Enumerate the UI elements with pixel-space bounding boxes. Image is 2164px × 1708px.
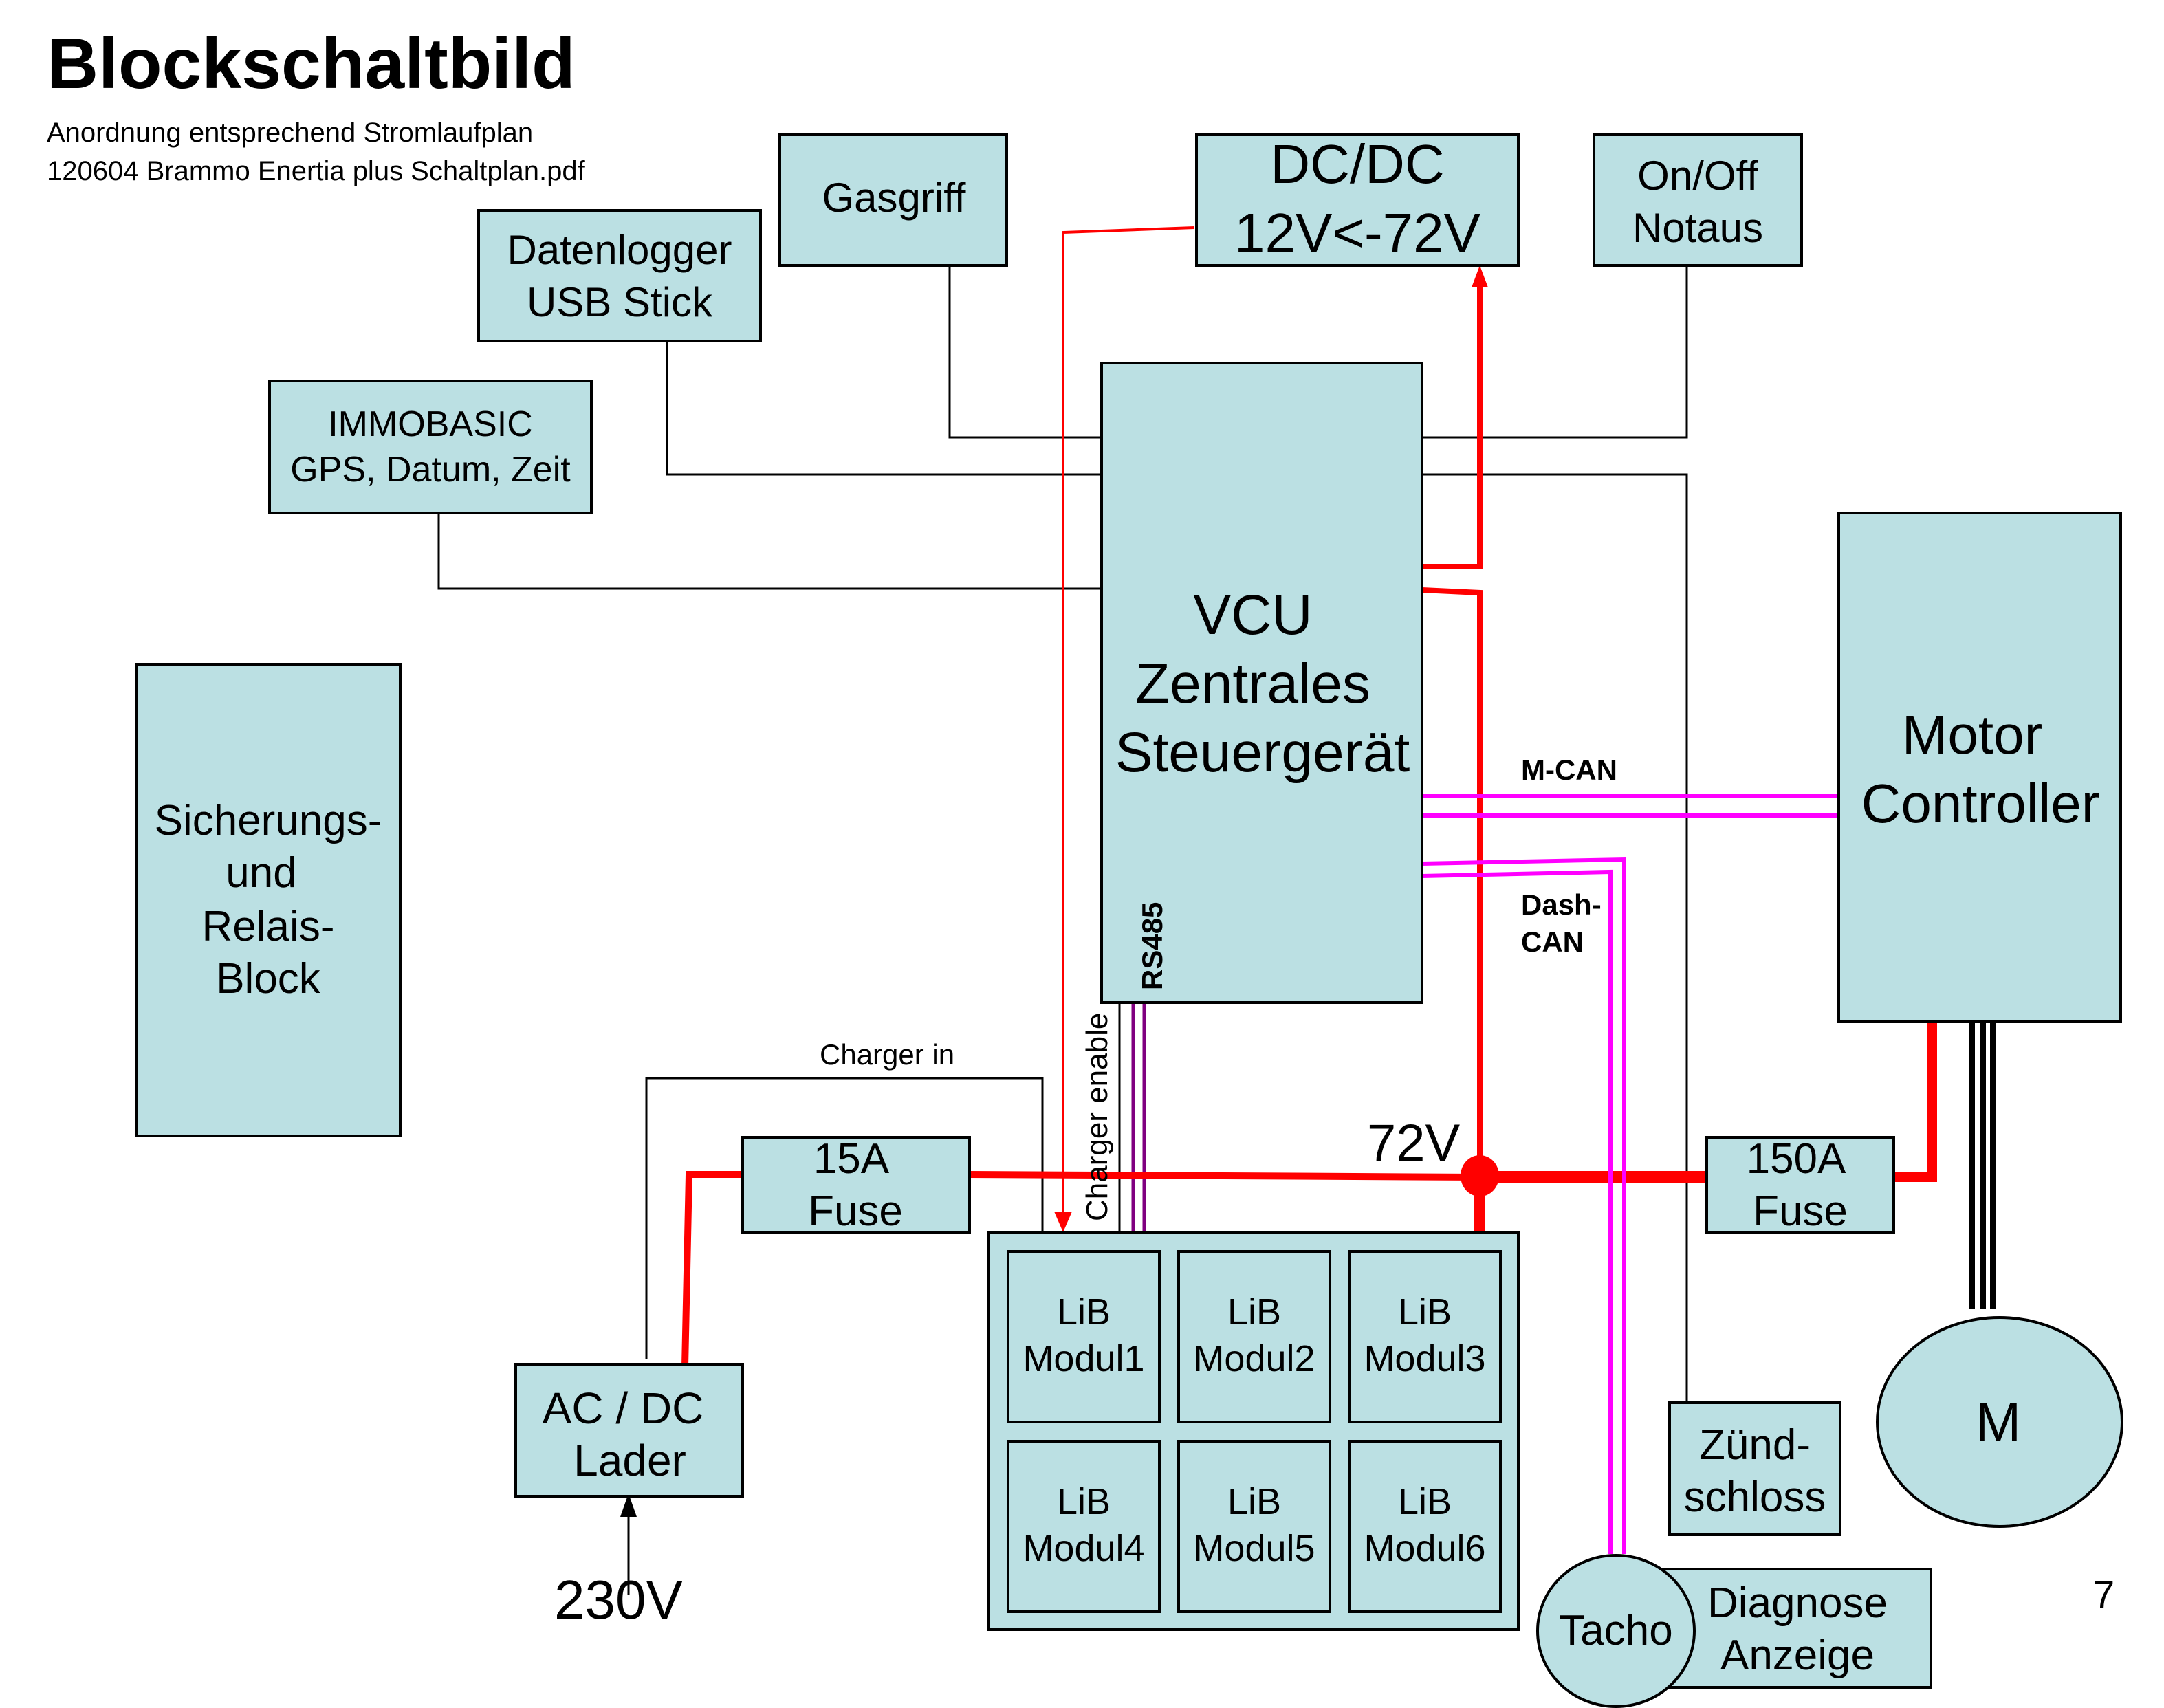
block-sicherung-relais: Sicherungs- und Relais- Block	[135, 663, 402, 1137]
battery-module-6: LiB Modul6	[1348, 1440, 1502, 1613]
battery-module-2: LiB Modul2	[1177, 1250, 1331, 1423]
wire-vcu-72v	[1421, 587, 1483, 1176]
fuse15-label-2: Fuse	[808, 1187, 903, 1235]
battery-pack: LiB Modul1 LiB Modul2 LiB Modul3 LiB Mod…	[987, 1231, 1520, 1631]
charger-enable-label: Charger enable	[1080, 1013, 1114, 1221]
motor-phase-wires	[1969, 1022, 1996, 1309]
arrow-charger-enable-icon	[1054, 1212, 1072, 1232]
wire-gasgriff-vcu	[948, 265, 1100, 439]
module-2-label-2: Modul2	[1193, 1338, 1315, 1379]
subtitle-line-1: Anordnung entsprechend Stromlaufplan	[47, 118, 533, 148]
module-6-label-2: Modul6	[1364, 1528, 1485, 1569]
mcan-label: M-CAN	[1521, 754, 1617, 786]
fuse15-label-1: 15A	[813, 1135, 890, 1183]
module-1-label-2: Modul1	[1023, 1338, 1144, 1379]
wire-zuendschloss-vcu	[1422, 473, 1688, 1403]
wire-charger-enable	[1062, 226, 1195, 1214]
module-6-label-1: LiB	[1398, 1481, 1452, 1522]
rs485-label: RS485	[1136, 902, 1168, 990]
block-tacho: Tacho	[1536, 1554, 1696, 1708]
zuendschloss-label-2: schloss	[1684, 1474, 1826, 1521]
charger-label-1: AC / DC	[543, 1383, 704, 1433]
block-fuse-150a: 150A Fuse	[1705, 1135, 1895, 1235]
voltage-230v-label: 230V	[554, 1569, 683, 1630]
signal-wires	[437, 265, 1688, 1595]
onoff-label-2: Notaus	[1632, 205, 1763, 251]
rs485-bus	[1131, 1003, 1146, 1232]
module-4-label-1: LiB	[1057, 1481, 1111, 1522]
sicherung-label-3: Relais-	[202, 903, 335, 950]
wire-charger-fuse15	[681, 1171, 743, 1368]
block-charger: AC / DC Lader	[514, 1363, 744, 1498]
module-3-label-1: LiB	[1398, 1291, 1452, 1333]
module-5-label-2: Modul5	[1193, 1528, 1315, 1569]
dcdc-label-2: 12V<-72V	[1234, 202, 1481, 263]
datenlogger-label-2: USB Stick	[527, 279, 713, 325]
block-zuendschloss: Zünd- schloss	[1668, 1401, 1841, 1536]
page-number: 7	[2093, 1573, 2114, 1616]
wire-onoff-vcu	[1422, 265, 1688, 439]
module-3-label-2: Modul3	[1364, 1338, 1485, 1379]
sicherung-label-2: und	[226, 849, 296, 897]
can-buses	[1421, 794, 1837, 1554]
wire-immobasic-vcu	[437, 513, 1100, 590]
block-onoff-notaus: On/Off Notaus	[1593, 133, 1803, 267]
block-motor: M	[1876, 1316, 2123, 1528]
dcdc-label-1: DC/DC	[1270, 133, 1444, 195]
motor-controller-label-2: Controller	[1861, 773, 2100, 834]
motor-label: M	[1976, 1392, 2022, 1453]
fuse150-label-2: Fuse	[1753, 1187, 1848, 1235]
dashcan-label-2: CAN	[1521, 926, 1584, 958]
vcu-label-1: VCU	[1193, 584, 1312, 646]
block-immobasic: IMMOBASIC GPS, Datum, Zeit	[268, 380, 593, 514]
tacho-label: Tacho	[1559, 1607, 1672, 1654]
dashcan-line-a	[1421, 857, 1626, 1554]
diagnose-label-2: Anzeige	[1720, 1632, 1875, 1679]
zuendschloss-label-1: Zünd-	[1699, 1421, 1811, 1469]
block-gasgriff: Gasgriff	[778, 133, 1008, 267]
sicherung-label-4: Block	[216, 955, 321, 1003]
battery-module-1: LiB Modul1	[1007, 1250, 1161, 1423]
immobasic-label-2: GPS, Datum, Zeit	[290, 450, 571, 490]
motor-controller-label-1: Motor	[1902, 704, 2043, 765]
vcu-label-2: Zentrales	[1135, 653, 1370, 715]
battery-module-3: LiB Modul3	[1348, 1250, 1502, 1423]
page-title: Blockschaltbild	[47, 24, 576, 104]
block-motor-controller: Motor Controller	[1837, 512, 2122, 1023]
dashcan-label-1: Dash-	[1521, 888, 1602, 921]
immobasic-label-1: IMMOBASIC	[328, 404, 533, 444]
voltage-72v-label: 72V	[1367, 1114, 1461, 1172]
block-datenlogger: Datenlogger USB Stick	[477, 209, 762, 342]
module-4-label-2: Modul4	[1023, 1528, 1144, 1569]
diagnose-label-1: Diagnose	[1707, 1579, 1888, 1627]
onoff-label-1: On/Off	[1637, 153, 1758, 199]
wire-fuse15-bus	[969, 1171, 1480, 1181]
module-1-label-1: LiB	[1057, 1291, 1111, 1333]
wire-vcu-dcdc	[1422, 282, 1483, 569]
fuse150-label-1: 150A	[1747, 1135, 1846, 1183]
subtitle-line-2: 120604 Brammo Enertia plus Schaltplan.pd…	[47, 156, 586, 186]
charger-label-2: Lader	[573, 1436, 686, 1485]
vcu-label-3: Steuergerät	[1115, 721, 1410, 784]
gasgriff-label: Gasgriff	[822, 175, 966, 221]
charger-in-label: Charger in	[820, 1038, 954, 1071]
arrow-230v-icon	[620, 1493, 637, 1517]
module-5-label-1: LiB	[1227, 1481, 1281, 1522]
battery-module-4: LiB Modul4	[1007, 1440, 1161, 1613]
block-dcdc: DC/DC 12V<-72V	[1195, 133, 1520, 267]
block-vcu: VCU Zentrales Steuergerät RS485	[1100, 362, 1423, 1004]
junction-72v-icon	[1461, 1155, 1499, 1196]
datenlogger-label-1: Datenlogger	[507, 227, 732, 273]
block-fuse-15a: 15A Fuse	[741, 1135, 971, 1235]
dashcan-line-b	[1421, 869, 1613, 1554]
arrow-dcdc-icon	[1472, 265, 1488, 287]
sicherung-label-1: Sicherungs-	[155, 797, 382, 844]
module-2-label-1: LiB	[1227, 1291, 1281, 1333]
wire-datenlogger-vcu	[666, 341, 1100, 476]
power-wires	[681, 226, 1937, 1368]
battery-module-5: LiB Modul5	[1177, 1440, 1331, 1613]
wire-charger-in	[645, 1077, 1044, 1359]
wire-fuse150-motorcontroller	[1894, 1022, 1937, 1182]
